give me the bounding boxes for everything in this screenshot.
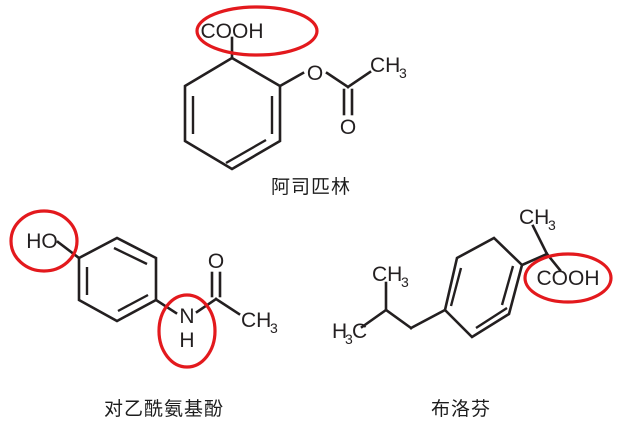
aspirin-name-label: 阿司匹林 — [271, 176, 351, 198]
molecule-aspirin: COOH O O CH 3 阿司匹林 — [183, 5, 407, 198]
ibuprofen-methyl-mid-subscript: 3 — [401, 274, 409, 290]
ibuprofen-methyl-top-label: CH 3 — [519, 206, 556, 233]
ibuprofen-ch-to-h3c-bond — [360, 308, 388, 329]
ibuprofen-methyl-left-subscript: 3 — [345, 331, 353, 347]
ibuprofen-methyl-left-carbon: C — [352, 320, 367, 343]
aspirin-carbonyl-to-methyl-bond — [346, 70, 372, 89]
aspirin-carboxyl-label: COOH — [201, 20, 264, 43]
molecule-paracetamol: HO N H O CH 3 对乙酰氨基酚 — [9, 209, 278, 420]
paracetamol-methyl-label: CH 3 — [241, 309, 278, 336]
aspirin-methyl-subscript: 3 — [399, 65, 407, 81]
aspirin-ester-oxygen-label: O — [307, 62, 323, 85]
aspirin-o-to-carbonyl-bond — [325, 71, 350, 89]
paracetamol-methyl-subscript: 3 — [270, 320, 278, 336]
paracetamol-amide-highlight-ellipse — [157, 293, 217, 369]
paracetamol-hydroxyl-label: HO — [26, 230, 58, 253]
paracetamol-carbonyl-to-methyl-bond — [214, 297, 241, 316]
ibuprofen-methyl-top-text: CH — [519, 206, 549, 229]
paracetamol-name-label: 对乙酰氨基酚 — [104, 398, 224, 420]
paracetamol-amide-nitrogen-label: N — [179, 305, 194, 328]
ibuprofen-methyl-left-text: H — [332, 320, 347, 343]
paracetamol-hydroxyl-highlight-ellipse — [9, 209, 79, 273]
paracetamol-carbonyl-oxygen-label: O — [208, 250, 224, 273]
paracetamol-ring-double-1 — [113, 246, 148, 266]
aspirin-methyl-text: CH — [370, 54, 400, 77]
ibuprofen-ch2-to-ch-bond — [384, 308, 413, 330]
aspirin-carbonyl-oxygen-label: O — [340, 116, 356, 139]
ibuprofen-ring-to-alpha-bond — [520, 252, 549, 267]
molecule-ibuprofen: CH 3 CH 3 H 3 C COOH 布洛芬 — [332, 206, 613, 420]
ibuprofen-carboxyl-highlight-ellipse — [523, 252, 613, 304]
aspirin-ring-double-3 — [225, 138, 267, 165]
ibuprofen-methyl-mid-text: CH — [372, 263, 402, 286]
ibuprofen-ring-to-ch2-bond — [409, 308, 447, 330]
ibuprofen-methyl-mid-label: CH 3 — [372, 263, 409, 290]
paracetamol-ring-double-3 — [117, 293, 149, 313]
ibuprofen-carboxyl-label: COOH — [537, 267, 600, 290]
ibuprofen-alpha-to-methyl-bond — [531, 224, 549, 256]
ibuprofen-ring-double-3 — [500, 265, 515, 306]
ibuprofen-methyl-top-subscript: 3 — [548, 217, 556, 233]
ibuprofen-ring-double-2 — [475, 306, 508, 330]
paracetamol-methyl-text: CH — [241, 309, 271, 332]
paracetamol-amide-hydrogen-label: H — [179, 329, 194, 352]
aspirin-ester-bond — [278, 71, 305, 88]
aspirin-carboxyl-highlight-ellipse — [195, 5, 319, 57]
ibuprofen-name-label: 布洛芬 — [431, 398, 491, 420]
paracetamol-hydroxyl-bond — [56, 240, 81, 260]
ibuprofen-ring-double-1 — [449, 267, 463, 307]
ibuprofen-methyl-left-label: H 3 C — [332, 320, 367, 347]
aspirin-methyl-label: CH 3 — [370, 54, 407, 81]
